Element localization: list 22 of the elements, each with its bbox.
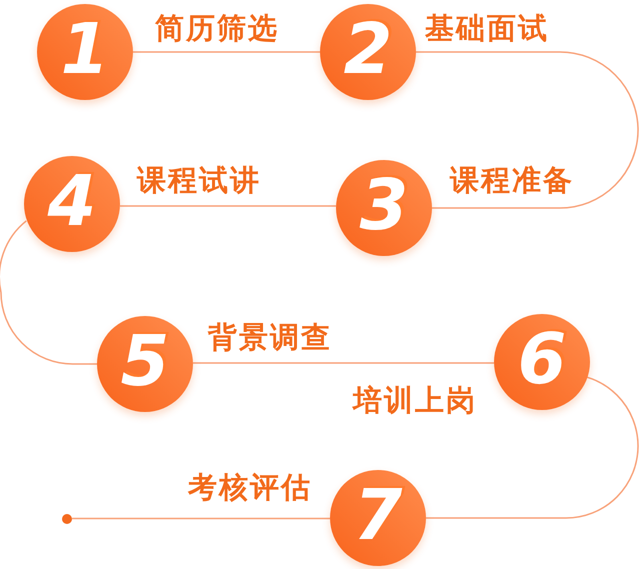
step-number: 4: [46, 166, 98, 236]
connector-line: [0, 220, 97, 365]
step-label: 培训上岗: [353, 386, 477, 415]
step-number: 2: [342, 14, 394, 84]
connector-line: [120, 205, 336, 207]
step-label: 背景调查: [208, 323, 332, 352]
step-circle: [494, 314, 590, 410]
step-label: 简历筛选: [155, 14, 279, 43]
connector-line: [133, 51, 320, 53]
step-number: 3: [358, 170, 410, 240]
step-label: 考核评估: [188, 473, 312, 502]
step-number: 6: [516, 324, 568, 394]
step-number: 5: [120, 326, 170, 396]
step-number: 1: [60, 14, 110, 84]
connector-line: [72, 518, 330, 520]
end-dot: [62, 514, 72, 524]
connector-line: [193, 362, 494, 364]
step-label: 基础面试: [425, 14, 549, 43]
connector-line: [416, 51, 639, 209]
step-number: 7: [352, 480, 404, 550]
step-label: 课程试讲: [137, 166, 261, 195]
step-label: 课程准备: [450, 166, 574, 195]
